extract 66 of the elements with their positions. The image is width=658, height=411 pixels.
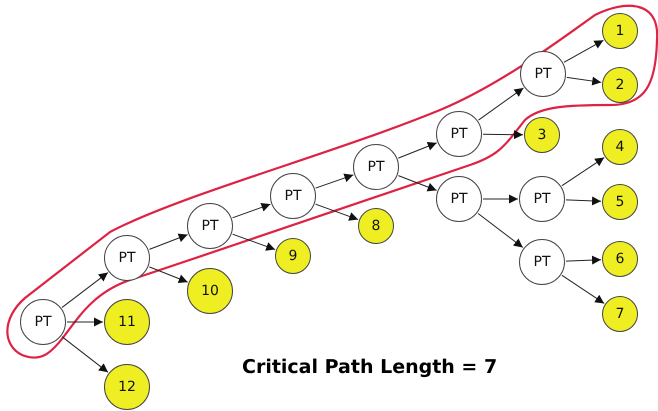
leaf-circle <box>602 67 638 103</box>
arrow <box>563 40 604 63</box>
node-label: PT <box>534 66 552 82</box>
arrow <box>232 202 271 218</box>
arrow <box>148 234 188 250</box>
node-label: PT <box>534 191 550 207</box>
leaf-circle <box>275 238 311 274</box>
process-circle <box>353 144 399 190</box>
node-label: PT <box>450 191 468 207</box>
node-label: PT <box>284 188 302 204</box>
process-circle <box>187 203 233 249</box>
arrow <box>232 234 276 251</box>
node-label: PT <box>34 314 52 330</box>
arrow <box>482 194 518 204</box>
process-circle <box>20 299 66 345</box>
arrow <box>565 256 602 265</box>
node-label: 12 <box>118 379 136 395</box>
node-label: 8 <box>372 218 380 234</box>
arrow <box>398 142 438 159</box>
node-label: 1 <box>616 23 624 39</box>
arrow <box>565 196 602 206</box>
node-label: 11 <box>118 314 136 330</box>
node-label: 9 <box>288 248 298 264</box>
arrow <box>478 213 524 248</box>
arrow <box>62 272 108 308</box>
node-label: PT <box>118 250 136 266</box>
leaf-circle <box>104 299 150 345</box>
arrow <box>561 157 605 186</box>
node-label: 7 <box>616 306 624 322</box>
arrow <box>482 130 524 140</box>
process-circle <box>436 111 482 157</box>
arrow <box>61 336 109 373</box>
arrow <box>566 76 602 86</box>
node-label: 2 <box>616 77 624 93</box>
arrow <box>66 318 104 326</box>
arrow <box>478 87 524 121</box>
leaf-circle <box>104 364 150 410</box>
process-circle <box>436 176 482 222</box>
process-circle <box>519 239 565 285</box>
arrow <box>561 274 605 304</box>
process-circle <box>104 235 150 281</box>
arrow <box>398 175 438 192</box>
leaf-circle <box>524 117 560 153</box>
node-label: 10 <box>201 283 219 299</box>
leaf-circle <box>358 208 394 244</box>
leaf-circle <box>602 184 638 220</box>
leaf-circle <box>602 296 638 332</box>
arrow <box>315 204 359 221</box>
node-label: 3 <box>538 127 546 143</box>
node-label: 5 <box>616 194 624 210</box>
caption-text: Critical Path Length = 7 <box>242 356 498 378</box>
leaf-circle <box>602 129 638 165</box>
arrow <box>315 174 354 189</box>
process-circle <box>270 173 316 219</box>
node-label: PT <box>450 126 468 142</box>
node-label: 4 <box>616 139 624 155</box>
process-circle <box>519 176 565 222</box>
node-label: PT <box>202 218 218 234</box>
node-label: PT <box>534 254 550 270</box>
process-circle <box>520 51 566 97</box>
arrow <box>148 266 188 283</box>
node-label: PT <box>368 159 384 175</box>
leaf-circle <box>187 268 233 314</box>
leaf-circle <box>602 13 638 49</box>
node-label: 6 <box>616 251 624 267</box>
leaf-circle <box>602 241 638 277</box>
